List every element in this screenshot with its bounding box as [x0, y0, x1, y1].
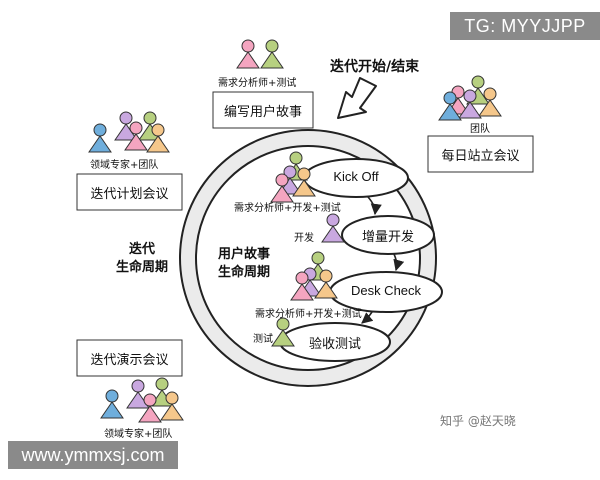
step-dev-label: 增量开发 — [361, 230, 414, 245]
step-kickoff-label: Kick Off — [333, 169, 379, 184]
arrow-kickoff-to-dev — [367, 196, 382, 216]
site-overlay-banner: www.ymmxsj.com — [8, 441, 178, 469]
outer-cycle-label-2: 生命周期 — [115, 260, 168, 275]
step-acceptance-label: 验收测试 — [308, 337, 361, 352]
people-icon-team — [438, 75, 502, 121]
step-deskcheck-label: Desk Check — [350, 283, 422, 298]
box-write-stories — [212, 91, 314, 129]
outer-cycle-label-1: 迭代 — [128, 242, 155, 257]
watermark: 知乎 @赵天晓 — [440, 414, 516, 428]
people-label-dev: 开发 — [294, 233, 314, 244]
arrow-dev-to-deskcheck — [393, 253, 405, 272]
write-stories-label: 编写用户故事 — [223, 105, 302, 120]
box-daily-standup — [427, 135, 534, 173]
people-label-kickoff: 需求分析师+开发+测试 — [234, 203, 341, 214]
iteration-demo-label: 迭代演示会议 — [90, 353, 169, 368]
people-label-test: 测试 — [253, 334, 273, 345]
diagram-title: 迭代开始/结束 — [330, 59, 420, 75]
people-icon-dev — [321, 213, 345, 243]
box-iteration-demo — [76, 339, 183, 377]
iteration-planning-label: 迭代计划会议 — [90, 187, 169, 202]
people-icon-kickoff — [270, 151, 316, 203]
people-label-top: 需求分析师+测试 — [218, 78, 297, 89]
people-label-deskcheck: 需求分析师+开发+测试 — [255, 309, 362, 320]
people-icon-domain-team-bottom — [100, 377, 184, 423]
people-layer — [88, 39, 502, 423]
arrow-deskcheck-to-acceptance — [361, 311, 374, 324]
inner-cycle-label-2: 生命周期 — [217, 265, 270, 280]
tg-overlay-banner: TG: MYYJJPP — [450, 12, 600, 40]
people-icon-domain-team-top — [88, 111, 170, 153]
people-label-domain-bottom: 领域专家+团队 — [104, 429, 173, 440]
daily-standup-label: 每日站立会议 — [441, 149, 520, 164]
people-label-domain-top: 领域专家+团队 — [90, 160, 159, 171]
people-icon-analyst-tester — [236, 39, 284, 69]
step-dev-ellipse — [341, 215, 435, 255]
inner-cycle-label-1: 用户故事 — [217, 247, 270, 262]
people-label-team: 团队 — [470, 124, 490, 135]
people-icon-deskcheck — [290, 251, 338, 301]
start-end-arrow — [337, 77, 377, 119]
people-icon-tester — [271, 317, 295, 347]
box-iteration-planning — [76, 173, 183, 211]
